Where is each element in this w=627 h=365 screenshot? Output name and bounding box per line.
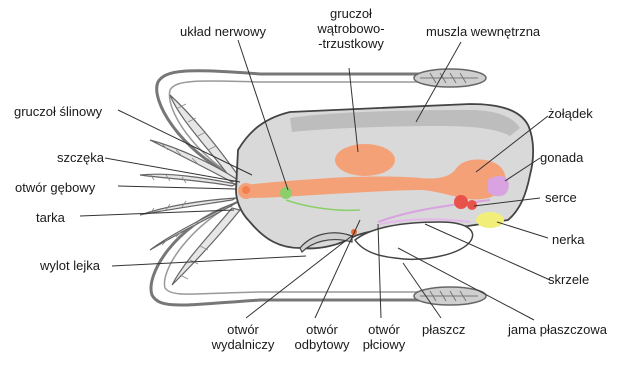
- label-jaw: szczęka: [57, 150, 104, 165]
- arms: [140, 95, 240, 285]
- label-gonad: gonada: [540, 150, 583, 165]
- label-genital-opening-line-1: otwór: [352, 322, 416, 337]
- label-funnel-outlet: wylot lejka: [40, 258, 100, 273]
- label-excretory-opening: otwór wydalniczy: [198, 322, 288, 352]
- label-radula: tarka: [36, 210, 65, 225]
- label-excretory-opening-line-2: wydalniczy: [198, 337, 288, 352]
- label-hepatopancreas-line-1: gruczoł: [306, 6, 396, 21]
- label-gill: skrzele: [548, 272, 589, 287]
- label-anal-opening-line-2: odbytowy: [282, 337, 362, 352]
- label-salivary-gland: gruczoł ślinowy: [14, 104, 102, 119]
- label-stomach: żołądek: [548, 106, 593, 121]
- label-heart: serce: [545, 190, 577, 205]
- gonad: [488, 176, 509, 196]
- label-genital-opening-line-2: płciowy: [352, 337, 416, 352]
- label-mantle-cavity: jama płaszczowa: [508, 322, 607, 337]
- label-mantle: płaszcz: [422, 322, 465, 337]
- label-hepatopancreas-line-3: -trzustkowy: [306, 36, 396, 51]
- label-anal-opening: otwór odbytowy: [282, 322, 362, 352]
- kidney: [476, 212, 504, 228]
- mouth-marker: [242, 186, 250, 194]
- label-anal-opening-line-1: otwór: [282, 322, 362, 337]
- label-internal-shell: muszla wewnętrzna: [426, 24, 540, 39]
- label-kidney: nerka: [552, 232, 585, 247]
- label-hepatopancreas: gruczoł wątrobowo- -trzustkowy: [306, 6, 396, 51]
- label-nervous-system: układ nerwowy: [180, 24, 266, 39]
- label-mouth-opening: otwór gębowy: [15, 180, 95, 195]
- label-excretory-opening-line-1: otwór: [198, 322, 288, 337]
- label-hepatopancreas-line-2: wątrobowo-: [306, 21, 396, 36]
- label-genital-opening: otwór płciowy: [352, 322, 416, 352]
